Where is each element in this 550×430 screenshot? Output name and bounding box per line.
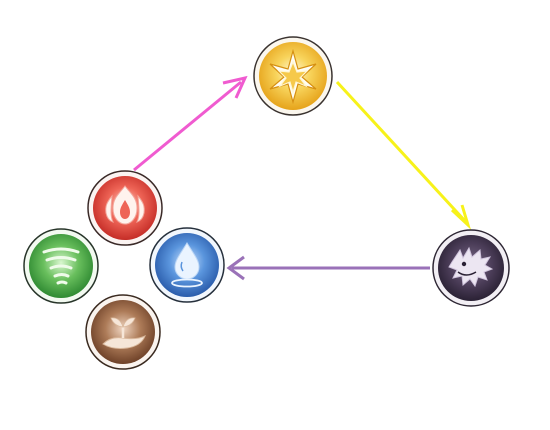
sprout-icon [102, 317, 146, 349]
water-orb [149, 227, 225, 303]
light-orb [253, 36, 333, 116]
earth-orb [85, 294, 161, 370]
flame-icon [105, 185, 145, 225]
fire-orb [87, 170, 163, 246]
dark-orb [432, 229, 510, 307]
arrow-dark-to-water [226, 255, 430, 281]
arrow-fire-to-light [133, 75, 248, 172]
wind-orb [23, 228, 99, 304]
sun-star-icon [269, 48, 317, 105]
arrow-light-to-dark [335, 80, 472, 230]
shadow-beast-icon [448, 246, 494, 288]
tornado-icon [42, 247, 80, 285]
water-drop-icon [171, 242, 203, 288]
